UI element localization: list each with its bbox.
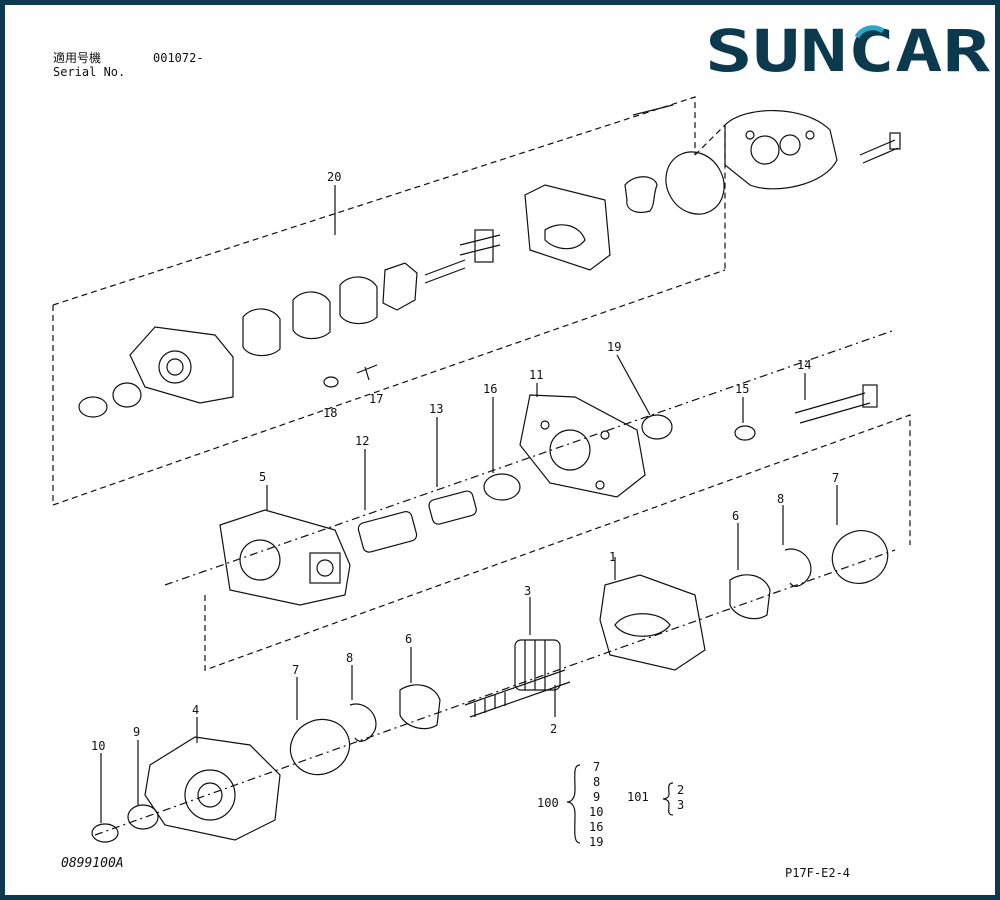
bolt-top [859,132,901,164]
seal-upper [112,382,142,408]
serial-value: 001072- [153,51,204,65]
part-2-drive-shaft [464,669,571,718]
part-7-seal-right [831,530,889,584]
logo-accent-arc [854,25,885,39]
side-plate-top [624,176,658,213]
front-cover-upper [129,326,234,404]
callout-7a: 7 [292,663,299,677]
part-13-bushing [428,490,477,525]
callout-8a: 8 [346,651,353,665]
kit-100-brace [566,764,581,844]
part-8-seal-right [784,548,812,587]
part-16-o-ring [483,473,521,501]
middle-housing [524,184,611,271]
callout-15: 15 [735,382,749,396]
assembly-20-outline [52,96,726,506]
callout-11: 11 [529,368,543,382]
part-12-bushing [357,511,418,553]
part-8-seal-left [349,703,377,742]
kit-100-item-4: 10 [589,805,603,819]
callout-19: 19 [607,340,621,354]
part-1-gear-body [599,574,706,671]
kit-101-brace [662,782,674,816]
callout-17: 17 [369,392,383,406]
kit-100-item-2: 8 [593,775,600,789]
callout-4: 4 [192,703,199,717]
kit-101-item-2: 3 [677,798,684,812]
part-9-oil-seal [127,804,159,830]
callout-6a: 6 [405,632,412,646]
callout-10: 10 [91,739,105,753]
kit-101-label: 101 [627,790,649,804]
callout-12: 12 [355,434,369,448]
seal-ring-top [665,151,725,215]
center-axis [164,329,896,586]
plate-a [382,262,418,311]
exploded-parts-diagram: 適用号機 001072- Serial No. 20 [52,50,911,880]
callout-1: 1 [609,550,616,564]
part-7-seal-left [289,718,351,776]
kit-100-item-3: 9 [593,790,600,804]
part-17 [356,364,378,381]
part-5-housing [219,509,351,606]
part-18 [323,376,339,388]
callout-13: 13 [429,402,443,416]
leader-19 [616,354,651,416]
part-19-o-ring [641,414,673,440]
callout-18: 18 [323,406,337,420]
snap-ring-upper [78,396,108,418]
rear-cover [724,110,838,190]
kit-101-item-1: 2 [677,783,684,797]
part-14-bolt [794,384,878,424]
kit-100-item-6: 19 [589,835,603,849]
serial-label-en: Serial No. [53,65,125,79]
kit-100-item-1: 7 [593,760,600,774]
callout-9: 9 [133,725,140,739]
suncar-logo: SUNCAR [705,17,990,83]
part-10-snap-ring [91,823,119,843]
drawing-code: 0899100A [61,856,124,871]
part-4-front-cover [144,736,281,841]
logo-text: SUNCAR [705,17,990,83]
callout-7b: 7 [832,471,839,485]
callout-3: 3 [524,584,531,598]
dowel-pin [632,104,674,116]
callout-14: 14 [797,358,811,372]
callout-5: 5 [259,470,266,484]
center-axis-lower [94,549,896,836]
part-6-side-plate-right [729,574,771,620]
assembly-20-box-right [694,123,726,270]
callout-2: 2 [550,722,557,736]
callout-16: 16 [483,382,497,396]
plate-b [339,276,378,325]
part-6-side-plate-left [399,684,441,730]
page-ref: P17F-E2-4 [785,866,850,880]
callout-8b: 8 [777,492,784,506]
part-3-driven-gear [514,639,561,691]
lower-box-outline [204,414,911,671]
plate-d [242,308,281,357]
kit-100-label: 100 [537,796,559,810]
part-11-flange [519,394,646,498]
callout-6b: 6 [732,509,739,523]
drive-gear-upper [424,229,501,284]
callout-20: 20 [327,170,341,184]
kit-100-item-5: 16 [589,820,603,834]
plate-c [292,291,331,340]
part-15-washer [734,425,756,441]
serial-label-jp: 適用号機 [53,50,101,65]
